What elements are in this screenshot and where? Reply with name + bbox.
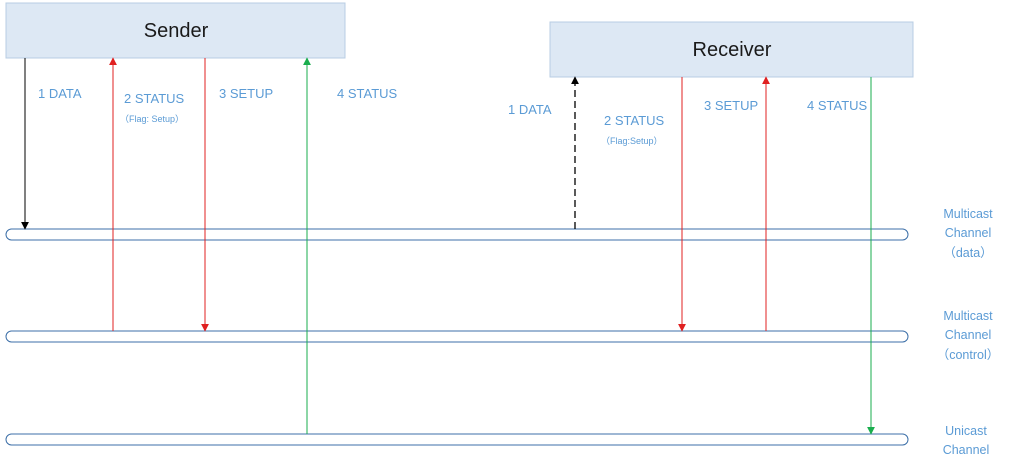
sender-status-label: 2 STATUS xyxy=(124,91,185,106)
channel-label-line: Multicast xyxy=(943,309,993,323)
sender-label: Sender xyxy=(144,20,209,42)
sender-status-flag-label: （Flag: Setup） xyxy=(120,114,184,124)
receiver-setup-label: 3 SETUP xyxy=(704,98,758,113)
receiver-data-label: 1 DATA xyxy=(508,102,552,117)
multicast-control-channel-label: Multicast Channel （control） xyxy=(937,309,1000,362)
sender-setup-label: 3 SETUP xyxy=(219,86,273,101)
sender-data-label: 1 DATA xyxy=(38,86,82,101)
channel-label-line: Channel xyxy=(943,443,990,457)
receiver-status-flag-label: （Flag:Setup） xyxy=(601,136,663,146)
multicast-control-channel-bar xyxy=(5,330,909,343)
sender-box: Sender xyxy=(5,2,346,59)
receiver-label: Receiver xyxy=(693,39,772,61)
sender-status2-label: 4 STATUS xyxy=(337,86,398,101)
receiver-status2-label: 4 STATUS xyxy=(807,98,868,113)
channel-label-line: （control） xyxy=(937,348,1000,362)
unicast-channel-label: Unicast Channel xyxy=(943,424,990,457)
channel-label-line: Channel xyxy=(945,328,992,342)
channel-label-line: Unicast xyxy=(945,424,987,438)
channel-label-line: Channel xyxy=(945,226,992,240)
channel-label-line: （data） xyxy=(943,246,992,260)
unicast-channel-bar xyxy=(5,433,909,446)
channel-label-line: Multicast xyxy=(943,207,993,221)
receiver-box: Receiver xyxy=(549,21,914,78)
multicast-data-channel-label: Multicast Channel （data） xyxy=(943,207,993,260)
receiver-status-label: 2 STATUS xyxy=(604,113,665,128)
multicast-data-channel-bar xyxy=(5,228,909,241)
